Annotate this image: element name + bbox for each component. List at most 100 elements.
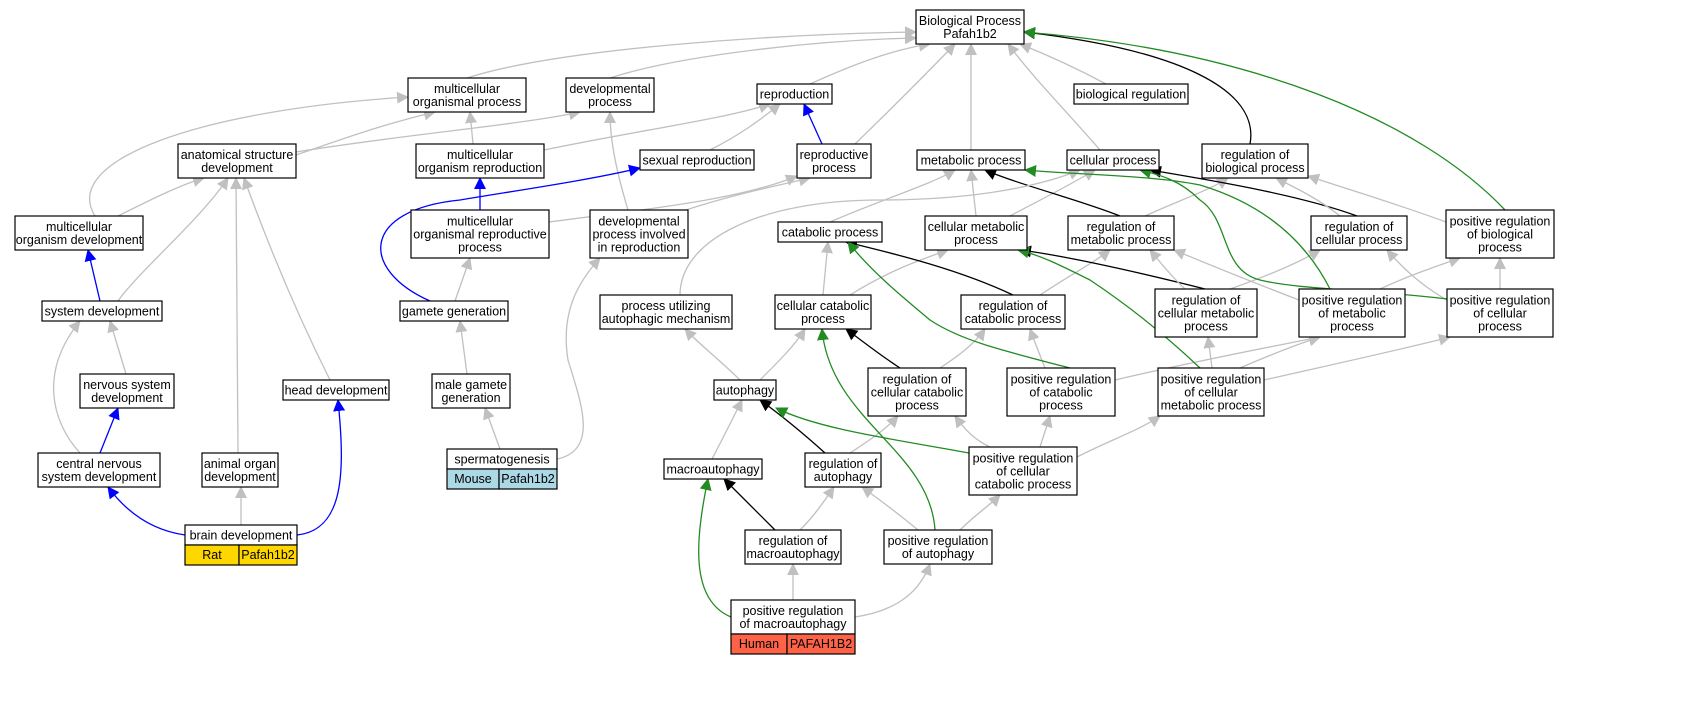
node-box (744, 529, 842, 565)
node-autoph[interactable]: autophagy (713, 379, 777, 401)
node-sexrep[interactable]: sexual reproduction (639, 149, 755, 171)
node-label-line: Pafah1b2 (943, 27, 997, 41)
edge-is-a-puam-to-cellp (679, 168, 1081, 296)
node-label-line: of catabolic (1029, 386, 1092, 400)
node-braindev[interactable]: brain development (184, 524, 298, 546)
node-label-line: brain development (190, 529, 293, 543)
node-sysdev[interactable]: system development (41, 300, 163, 322)
edge-regulates-regcmetp-to-cmetp (1019, 245, 1206, 290)
edge-is-a-cmetp-to-metp (966, 169, 979, 217)
edge-positively-regulates-posregbp-to-root (1023, 26, 1506, 211)
edge-is-a-bioreg-to-root (1019, 42, 1107, 85)
node-macroaut[interactable]: macroautophagy (663, 458, 763, 480)
node-box (599, 294, 733, 330)
node-box (1310, 215, 1408, 251)
edge-is-a-regccatp-to-regcatp (939, 328, 986, 369)
edge-is-a-sperm-to-mgg (483, 407, 501, 450)
edge-positively-regulates-posregmacro-to-macroaut (698, 478, 732, 618)
mouse-gene-label: Pafah1b2 (501, 472, 555, 486)
node-gamgen[interactable]: gamete generation (399, 300, 509, 322)
node-label-line: positive regulation (743, 604, 844, 618)
node-label-line: process (801, 312, 845, 326)
node-repro[interactable]: reproduction (756, 83, 833, 105)
edge-is-a-mop-to-root (466, 26, 917, 79)
node-label-line: of biological (1467, 228, 1533, 242)
node-label-line: organismal process (413, 95, 521, 109)
edge-is-a-mod-to-mop (89, 91, 409, 217)
edge-is-a-posregccatp-to-posregcatp (1039, 415, 1053, 448)
node-metp[interactable]: metabolic process (916, 149, 1026, 171)
edge-is-a-posregccatp-to-posregcmetp (1076, 415, 1161, 458)
node-label-line: anatomical structure (181, 148, 294, 162)
node-box (1154, 288, 1258, 338)
node-label-line: generation (441, 391, 500, 405)
edge-is-a-posregccatp-to-regccatp (954, 415, 991, 448)
node-label-line: positive regulation (1450, 294, 1551, 308)
node-box (1073, 83, 1189, 105)
node-box (1066, 149, 1160, 171)
edge-is-a-mgg-to-gamgen (455, 320, 468, 375)
node-label-line: positive regulation (888, 534, 989, 548)
node-label-line: head development (285, 384, 388, 398)
edge-is-a-aod-to-asd (230, 177, 243, 454)
edge-regulates-regaut-to-autoph (759, 399, 826, 454)
node-bioreg[interactable]: biological regulation (1073, 83, 1189, 105)
node-label-line: catabolic process (965, 312, 1062, 326)
edge-is-a-autoph-to-puam (684, 328, 741, 381)
edge-is-a-posregaut-to-regaut (861, 486, 919, 531)
node-label-line: cellular process (1070, 154, 1157, 168)
node-label-line: autophagic mechanism (602, 312, 731, 326)
edge-is-a-posregcmetp-to-posregcp (1263, 333, 1451, 381)
node-box (37, 452, 161, 488)
node-box (407, 77, 527, 113)
node-headdev[interactable]: head development (282, 379, 390, 401)
node-label-line: regulation of (1221, 148, 1290, 162)
node-label-line: process (1184, 320, 1228, 334)
edge-regulates-regcp-to-cellp (1149, 165, 1358, 217)
node-label-line: central nervous (56, 457, 141, 471)
edge-is-a-morep-to-repro (543, 101, 771, 151)
node-cellp[interactable]: cellular process (1066, 149, 1160, 171)
cell-box (786, 633, 856, 655)
node-sperm[interactable]: spermatogenesis (446, 448, 558, 470)
node-box (1201, 143, 1309, 179)
edge-is-a-posregmetp-to-regmetp (1173, 248, 1300, 301)
node-catp[interactable]: catabolic process (777, 221, 883, 243)
human-gene-cell: PAFAH1B2 (786, 633, 856, 655)
node-box (915, 9, 1025, 45)
